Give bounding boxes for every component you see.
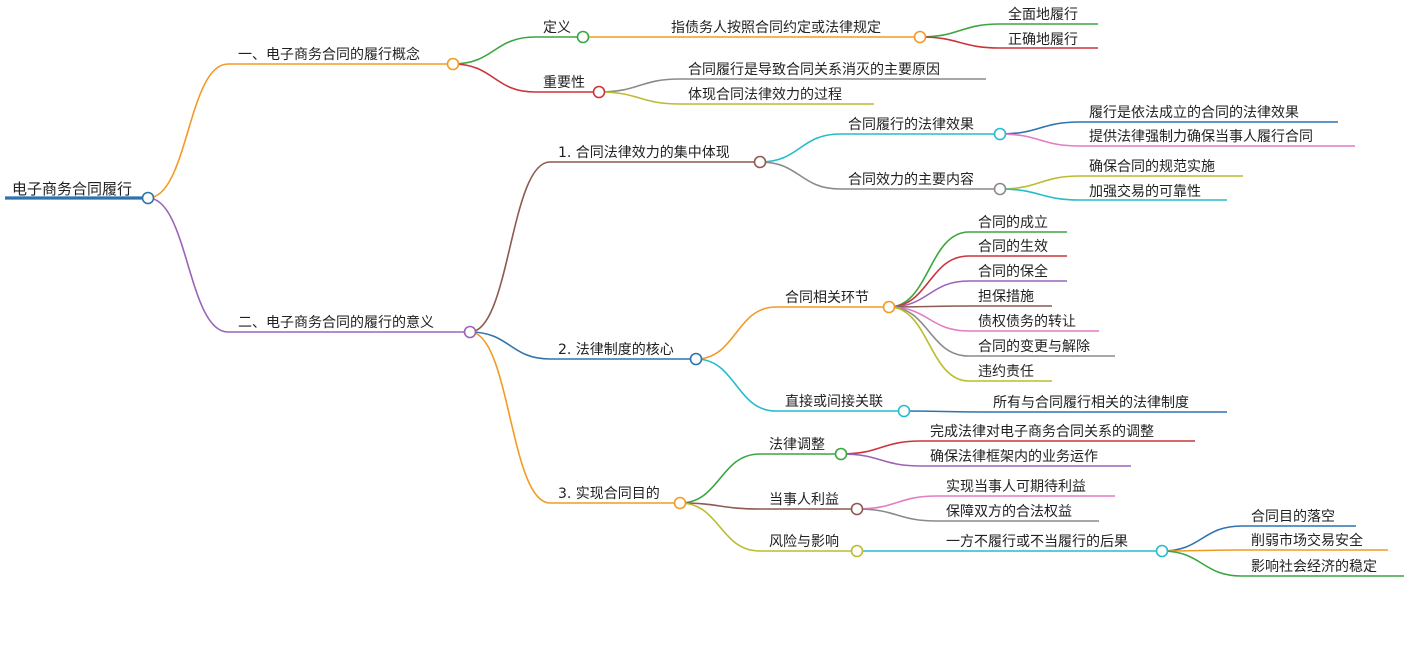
- node-label-0-1-1: 体现合同法律效力的过程: [688, 87, 842, 103]
- node-label-1-1-1: 直接或间接关联: [785, 394, 883, 410]
- node-label-1-2-1-1: 保障双方的合法权益: [946, 504, 1072, 520]
- node-label-1-0-0: 合同履行的法律效果: [848, 117, 974, 133]
- node-label-1-0-1-0: 确保合同的规范实施: [1089, 159, 1215, 175]
- node-label-1-2-1: 当事人利益: [769, 492, 839, 508]
- connector-1-0-0: [759, 133, 841, 163]
- node-label-0-1: 重要性: [543, 75, 585, 91]
- connector-1-1-1: [695, 358, 777, 412]
- connector-1-1-0-0: [888, 231, 970, 308]
- node-label-1-0-0-1: 提供法律强制力确保当事人履行合同: [1089, 129, 1313, 145]
- connector-layer: [5, 23, 1404, 577]
- collapse-toggle-1-0-1[interactable]: [993, 182, 1007, 196]
- node-label-1-2-2-0-1: 削弱市场交易安全: [1251, 533, 1363, 549]
- collapse-toggle-0-1[interactable]: [592, 85, 606, 99]
- connector-1-2-1: [679, 502, 761, 510]
- collapse-toggle-0[interactable]: [446, 57, 460, 71]
- connector-0-0: [452, 36, 536, 65]
- node-label-1-0-1-1: 加强交易的可靠性: [1089, 184, 1201, 200]
- connector-1-0-0-0: [999, 121, 1081, 135]
- connector-1-0-1: [759, 161, 841, 190]
- connector-1-1-0-2: [888, 280, 970, 308]
- node-label-1-2-2-0: 一方不履行或不当履行的后果: [946, 534, 1128, 550]
- node-label-1-2-0: 法律调整: [769, 437, 825, 453]
- connector-0-0-0-1: [919, 36, 1001, 49]
- collapse-toggle-1-1-0[interactable]: [882, 300, 896, 314]
- connector-1-0-0-1: [999, 133, 1081, 147]
- node-label-0-0-0: 指债务人按照合同约定或法律规定: [671, 20, 881, 36]
- connector-1: [147, 197, 229, 333]
- node-label-1-2-1-0: 实现当事人可期待利益: [946, 479, 1086, 495]
- collapse-toggle-1-2-1[interactable]: [850, 502, 864, 516]
- node-label-1-2-2-0-2: 影响社会经济的稳定: [1251, 559, 1377, 575]
- collapse-toggle-1-2-2[interactable]: [850, 544, 864, 558]
- connector-1-1-1-0: [903, 410, 985, 413]
- node-label-1-1-1-0: 所有与合同履行相关的法律制度: [993, 395, 1189, 411]
- node-label-1-1-0-4: 债权债务的转让: [978, 314, 1076, 330]
- collapse-toggle-1-0-0[interactable]: [993, 127, 1007, 141]
- collapse-toggle-1[interactable]: [463, 325, 477, 339]
- connector-1-2-1-1: [856, 508, 938, 522]
- connector-1-2-0: [679, 453, 761, 504]
- node-label-1-1-0-6: 违约责任: [978, 364, 1034, 380]
- collapse-toggle-1-0[interactable]: [753, 155, 767, 169]
- connector-0-1-1: [598, 91, 681, 105]
- collapse-toggle-1-2-2-0[interactable]: [1155, 544, 1169, 558]
- node-label-0-1-0: 合同履行是导致合同关系消灭的主要原因: [688, 62, 940, 78]
- collapse-toggle-1-2[interactable]: [673, 496, 687, 510]
- node-label-1-1-0-5: 合同的变更与解除: [978, 339, 1090, 355]
- connector-1-2-1-0: [856, 495, 938, 510]
- connector-1-2-2-0-0: [1161, 525, 1243, 552]
- node-label-0-0: 定义: [543, 20, 571, 36]
- connector-0: [147, 63, 229, 199]
- node-label-1: 二、电子商务合同的履行的意义: [238, 315, 434, 331]
- node-label-1-1-0-1: 合同的生效: [978, 239, 1048, 255]
- connector-1-0-1-1: [999, 188, 1081, 201]
- node-label-1-2: 3. 实现合同目的: [558, 486, 660, 502]
- node-label-1-1: 2. 法律制度的核心: [558, 342, 674, 358]
- connector-1-1-0-1: [888, 255, 970, 308]
- collapse-toggle-1-2-0[interactable]: [834, 447, 848, 461]
- node-label-1-1-0: 合同相关环节: [785, 290, 869, 306]
- node-layer: [141, 30, 1169, 558]
- node-label-1-0-0-0: 履行是依法成立的合同的法律效果: [1089, 105, 1299, 121]
- connector-0-1: [452, 63, 536, 93]
- node-label-0-0-0-1: 正确地履行: [1008, 32, 1078, 48]
- collapse-toggle-1-1-1[interactable]: [897, 404, 911, 418]
- connector-1-1-0-6: [888, 306, 970, 382]
- root-node-label: 电子商务合同履行: [12, 180, 133, 198]
- collapse-toggle-0-0[interactable]: [576, 30, 590, 44]
- connector-0-1-0: [598, 78, 681, 93]
- node-label-1-1-0-2: 合同的保全: [978, 264, 1048, 280]
- connector-1-1-0-4: [888, 306, 970, 332]
- connector-1-2-0-0: [840, 440, 922, 455]
- collapse-toggle-root[interactable]: [141, 191, 155, 205]
- connector-1-2-0-1: [840, 453, 922, 467]
- connector-1-1-0-5: [888, 306, 970, 357]
- node-label-1-2-0-0: 完成法律对电子商务合同关系的调整: [930, 424, 1154, 440]
- connector-1-0: [469, 161, 551, 333]
- node-label-0: 一、电子商务合同的履行概念: [238, 47, 420, 63]
- node-label-1-1-0-0: 合同的成立: [978, 215, 1048, 231]
- node-label-1-2-0-1: 确保法律框架内的业务运作: [930, 449, 1098, 465]
- connector-1-0-1-0: [999, 175, 1081, 190]
- connector-1-1: [469, 331, 551, 360]
- connector-1-1-0: [695, 306, 777, 360]
- node-label-0-0-0-0: 全面地履行: [1008, 7, 1078, 23]
- node-label-1-2-2: 风险与影响: [769, 534, 839, 550]
- connector-1-2-2-0-2: [1161, 550, 1243, 577]
- node-label-1-0-1: 合同效力的主要内容: [848, 172, 974, 188]
- collapse-toggle-1-1[interactable]: [689, 352, 703, 366]
- collapse-toggle-0-0-0[interactable]: [913, 30, 927, 44]
- node-label-1-2-2-0-0: 合同目的落空: [1251, 509, 1335, 525]
- connector-1-2: [469, 331, 551, 504]
- connector-1-2-2: [679, 502, 761, 552]
- node-label-1-0: 1. 合同法律效力的集中体现: [558, 145, 730, 161]
- connector-0-0-0-0: [919, 23, 1001, 38]
- node-label-1-1-0-3: 担保措施: [978, 289, 1034, 305]
